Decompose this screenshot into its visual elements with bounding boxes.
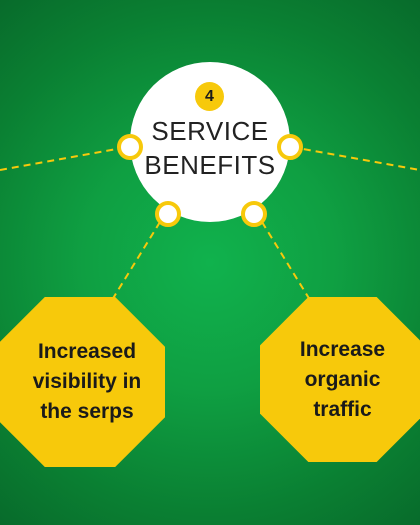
- benefit-traffic-octagon: Increase organic traffic: [260, 297, 420, 462]
- node-dot-left: [117, 134, 143, 160]
- benefit-visibility-line-1: Increased: [37, 340, 137, 363]
- benefit-traffic-line-2: organic: [304, 367, 381, 391]
- benefit-traffic-label: Increase organic traffic: [288, 335, 398, 425]
- benefit-traffic-line-3: traffic: [313, 397, 372, 421]
- step-number: 4: [205, 87, 214, 105]
- connector-left-down: [111, 221, 161, 301]
- connector-right-down: [261, 221, 311, 301]
- node-dot-right: [277, 134, 303, 160]
- benefit-visibility-line-3: the serps: [40, 400, 134, 423]
- node-dot-bottom-right: [241, 201, 267, 227]
- step-number-badge: 4: [195, 82, 224, 111]
- benefit-visibility-octagon: Increased visibility in the serps: [0, 297, 165, 467]
- node-dot-bottom-left: [155, 201, 181, 227]
- center-title-line-2: BENEFITS: [144, 150, 276, 180]
- benefit-traffic-line-1: Increase: [299, 337, 386, 361]
- center-title-line-1: SERVICE: [151, 116, 269, 146]
- benefit-visibility-label: Increased visibility in the serps: [8, 337, 152, 427]
- connector-left-outer: [0, 146, 129, 171]
- connector-right-outer: [291, 146, 420, 171]
- benefit-visibility-line-2: visibility in: [32, 370, 142, 393]
